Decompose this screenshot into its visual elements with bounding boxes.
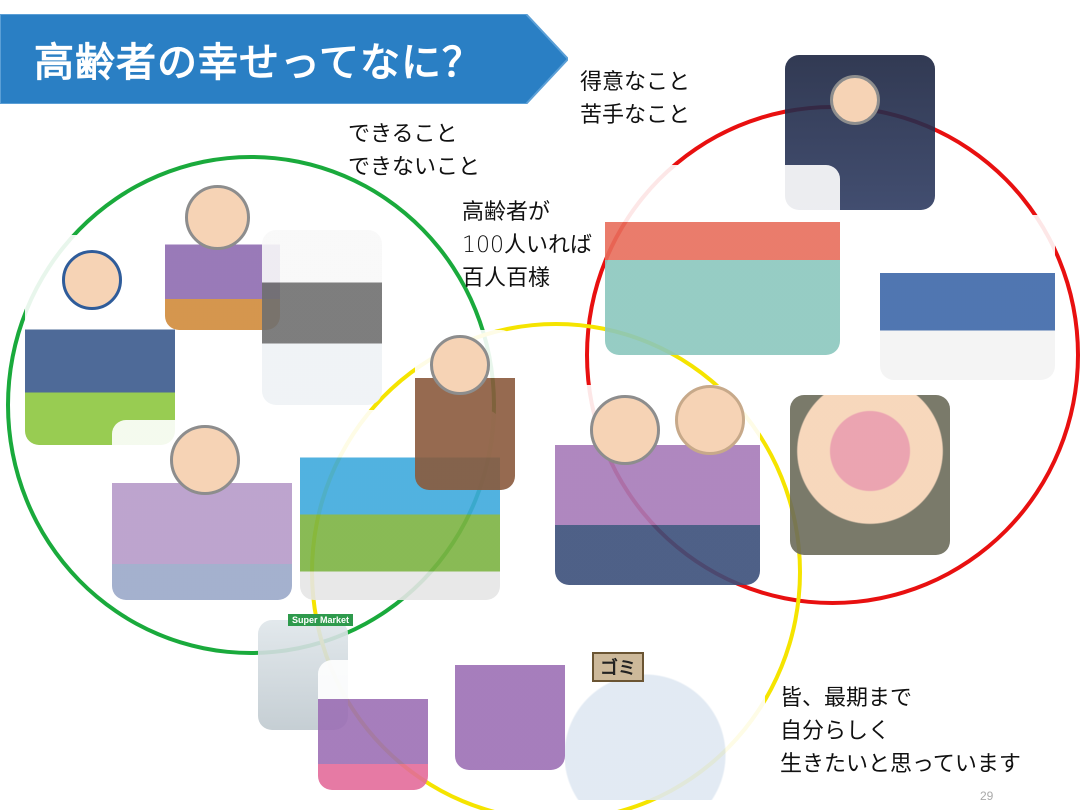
bed-care-illustration: [605, 165, 840, 355]
wandering-woman-head: [830, 75, 880, 125]
walker-woman-head: [590, 395, 660, 465]
slide-title: 高齢者の幸せってなに？: [34, 40, 483, 86]
dementia-man-illustration: [790, 395, 950, 555]
diversity-label: 高齢者が 100人いれば 百人百様: [462, 200, 592, 291]
gardener-head: [62, 250, 122, 310]
page-number: 29: [980, 789, 994, 803]
title-banner: [0, 14, 568, 104]
unsteady-man-head: [430, 335, 490, 395]
supermarket-sign: Super Market: [288, 614, 354, 626]
garbage-sign: ゴミ: [592, 652, 644, 682]
vacuum-woman-head: [170, 425, 240, 495]
snow-shoveling-illustration: [262, 230, 382, 405]
conclusion-label: 皆、最期まで 自分らしく 生きたいと思っています: [780, 686, 1021, 777]
can-cannot-label: できること できないこと: [348, 122, 481, 180]
lightbulb-woman-illustration: [455, 620, 565, 770]
good-bad-label: 得意なこと 苦手なこと: [580, 70, 691, 128]
cook-head: [185, 185, 250, 250]
meal-assistance-illustration: [880, 215, 1055, 380]
walker-man-head: [675, 385, 745, 455]
elderly-couple-small-illustration: [318, 660, 428, 790]
